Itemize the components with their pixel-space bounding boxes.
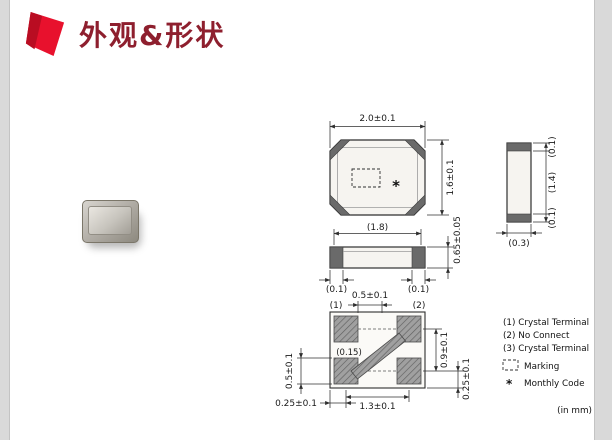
bottom-view-dimension-lines [297,301,464,408]
dim-side-pad-left: (0.1) [326,285,347,295]
marking-area-box [351,168,381,188]
dim-pad-height: 0.5±0.1 [285,353,295,389]
unit-note: (in mm) [557,406,592,416]
crystal-connection-band [350,332,407,380]
top-view-corner-pads [329,139,426,216]
side-view: (1.8) 0.65±0.05 (0.1) (0.1) [319,216,463,295]
component-package-body [82,200,139,243]
legend-marking-label: Marking [524,362,559,372]
legend-terminal2: (2) No Connect [503,331,570,341]
dim-end-width: (0.3) [508,239,529,249]
dim-pad-gap: (0.15) [336,348,362,358]
end-view-dimension-lines [496,142,550,237]
dim-side-height: 0.65±0.05 [453,216,463,264]
legend-terminal3: (3) Crystal Terminal [503,344,589,354]
dim-end-body: (1.4) [548,172,558,193]
dim-top-height: 1.6±0.1 [446,159,456,195]
dim-edge-offset-right: 0.25±0.1 [462,358,472,400]
end-view: (0.1) (1.4) (0.1) (0.3) [496,136,558,249]
component-photo [82,200,142,248]
dim-pad-width: 0.5±0.1 [352,291,388,301]
dim-end-pad-bottom: (0.1) [548,207,558,228]
section-title: 外观&形状 [79,19,226,52]
dim-horizontal-pitch: 1.3±0.1 [359,402,395,412]
legend-monthly-code-symbol: * [506,377,513,391]
pin2-label: (2) [413,301,426,311]
side-view-dimension-lines [319,229,453,284]
dim-vertical-pitch: 0.9±0.1 [440,332,450,368]
dim-end-pad-top: (0.1) [548,136,558,157]
bottom-view: (1) (2) 0.5±0.1 (0.15) 0.5±0.1 0.9±0.1 0… [275,291,472,412]
component-package-lid [88,206,132,235]
top-view-dimension-lines [329,121,449,216]
pin-legend: (1) Crystal Terminal (2) No Connect (3) … [502,318,592,416]
right-page-margin [594,0,612,440]
section-flag-icon [25,12,65,56]
monthly-code-mark: * [392,177,400,195]
pin1-label: (1) [330,301,343,311]
dim-side-pad-right: (0.1) [408,285,429,295]
marking-legend-box [502,359,519,371]
top-view: * 2.0±0.1 1.6±0.1 [329,114,456,216]
dim-edge-offset-left: 0.25±0.1 [275,399,317,409]
dim-side-body: (1.8) [367,223,388,233]
section-header: 外观&形状 [24,10,225,58]
left-page-margin [0,0,10,440]
legend-terminal1: (1) Crystal Terminal [503,318,589,328]
dim-top-width: 2.0±0.1 [359,114,395,124]
legend-monthly-code-label: Monthly Code [524,379,585,389]
